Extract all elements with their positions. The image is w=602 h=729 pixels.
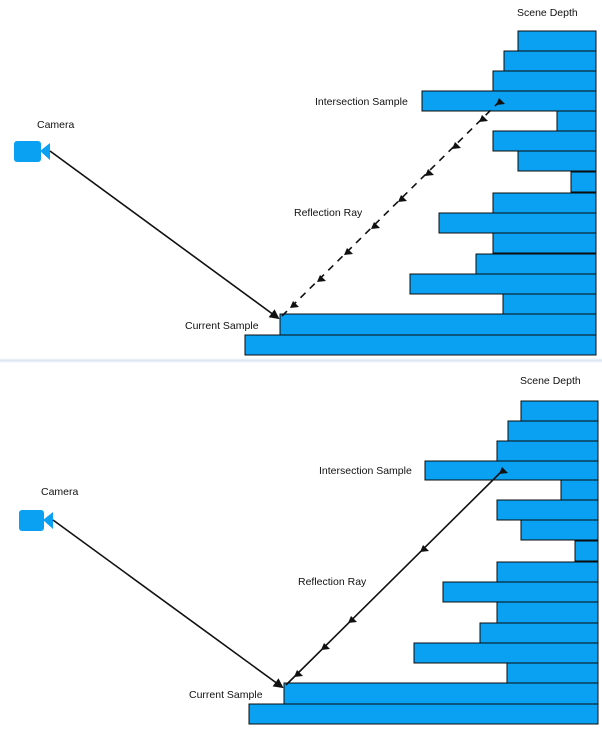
ray-step-arrow [452,142,461,149]
depth-bar [496,561,599,583]
depth-bar [520,519,599,541]
ray-step-arrow [496,98,505,105]
depth-bar [409,273,597,295]
scene-depth-label: Scene Depth [517,7,578,19]
camera-label: Camera [41,486,79,498]
ray-step-arrow [344,248,353,255]
ray-step-arrow [398,195,407,202]
depth-bar [283,682,599,705]
diagram-canvas-top: Scene Depth Camera Intersection Sample R… [14,7,597,356]
diagram-canvas-bottom: Scene Depth Camera Intersection Sample R… [19,375,599,725]
depth-bar [574,540,599,562]
ray-step-arrow [317,275,326,282]
depth-bar [507,420,599,442]
depth-bar [517,150,597,172]
depth-bar [556,110,597,132]
depth-bar [520,400,599,422]
depth-bar [502,293,597,315]
depth-bar [506,662,599,684]
depth-bar [496,440,599,462]
camera-label: Camera [37,119,75,131]
ray-step-arrow [479,115,488,122]
depth-bar [570,171,597,193]
camera-icon [14,141,50,162]
ray-step-arrow [420,545,429,552]
depth-bar [442,581,599,603]
depth-bar [492,130,597,152]
intersection-sample-label: Intersection Sample [319,465,412,477]
depth-bar [517,30,597,52]
diagram-panel-top: Scene Depth Camera Intersection Sample R… [0,0,602,358]
reflection-ray-label: Reflection Ray [294,207,363,219]
camera-icon [19,510,53,531]
diagram-panel-bottom: Scene Depth Camera Intersection Sample R… [0,364,602,729]
depth-bar [475,253,597,275]
reflection-ray-label: Reflection Ray [298,576,367,588]
depth-bar [424,460,599,481]
intersection-sample-label: Intersection Sample [315,96,408,108]
scene-depth-label: Scene Depth [520,375,581,387]
ray-step-arrow [294,670,303,677]
depth-bar [438,212,597,234]
depth-bar [492,192,597,214]
depth-bar [492,70,597,92]
ray-step-arrow [499,467,508,474]
ray-step-arrow [290,301,299,308]
depth-bar [503,50,597,72]
camera-view-ray [49,150,280,320]
depth-bar [560,479,599,501]
depth-bar [479,622,599,644]
depth-bar [496,499,599,521]
reflection-ray [285,467,508,686]
panel-separator [0,358,602,363]
depth-bar [413,642,599,664]
depth-bar [492,232,597,254]
depth-bar [244,334,597,356]
scene-depth-bars [248,400,599,725]
ray-step-arrow [348,616,357,623]
ray-step-arrow [425,169,434,176]
depth-bar [496,601,599,624]
depth-bar [421,90,597,112]
current-sample-label: Current Sample [185,320,259,332]
reflection-ray [281,98,505,317]
camera-view-ray [52,519,284,689]
ray-step-arrow [321,643,330,650]
ray-step-arrow [371,222,380,229]
depth-bar [248,703,599,725]
depth-bar [279,313,597,336]
scene-depth-bars [244,30,597,356]
current-sample-label: Current Sample [189,689,263,701]
